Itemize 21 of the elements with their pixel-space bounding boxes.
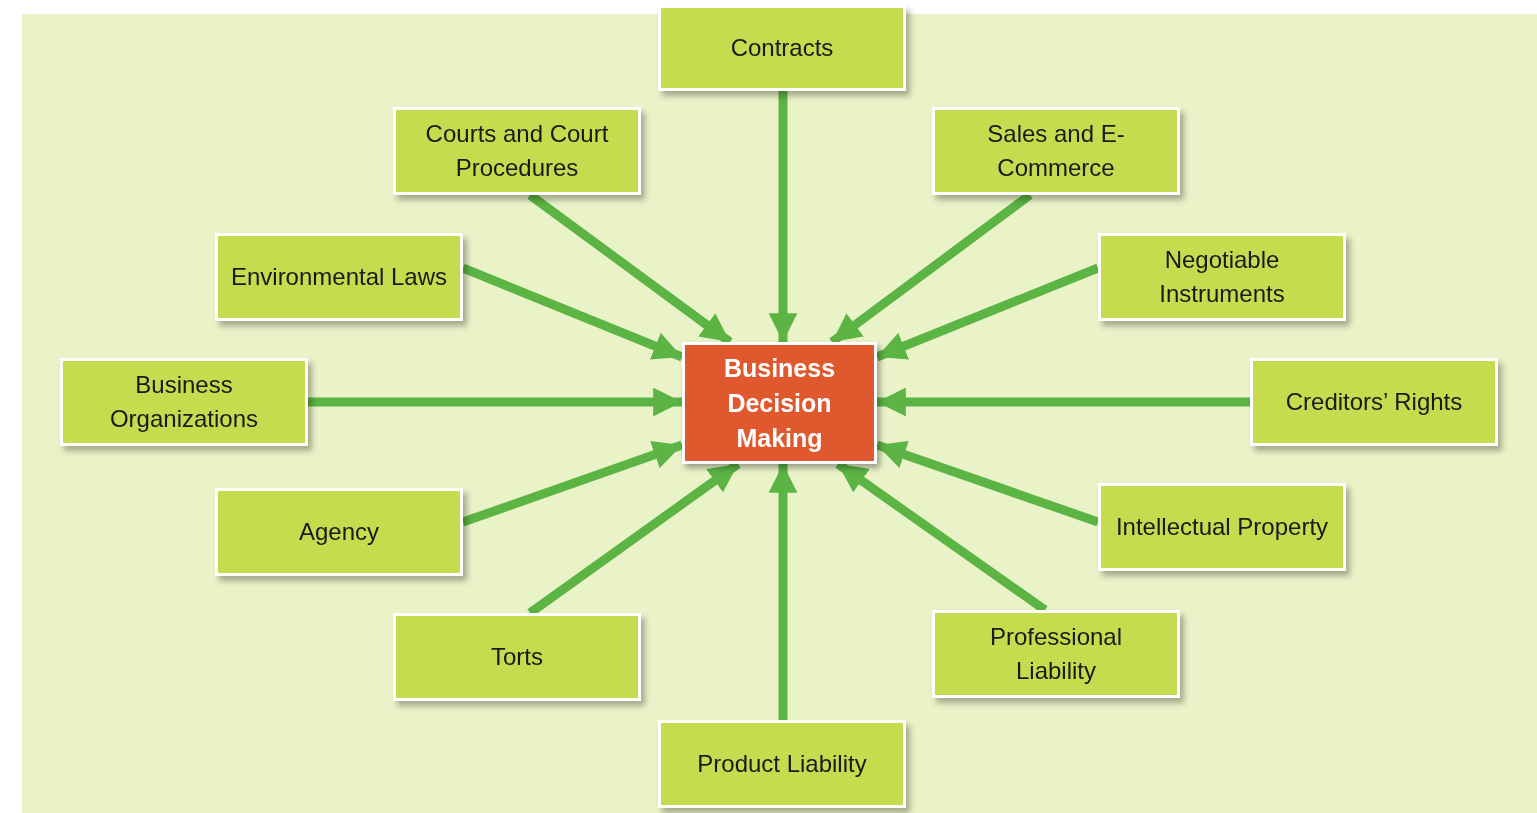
- topic-box: Negotiable Instruments: [1098, 233, 1346, 321]
- central-topic-box: Business Decision Making: [682, 342, 877, 464]
- topic-box: Professional Liability: [932, 610, 1180, 698]
- topic-box: Intellectual Property: [1098, 483, 1346, 571]
- topic-box: Creditors’ Rights: [1250, 358, 1498, 446]
- arrow: [875, 263, 1100, 362]
- topic-box: Agency: [215, 488, 463, 576]
- topic-box: Business Organizations: [60, 358, 308, 446]
- arrow: [308, 387, 682, 417]
- arrow: [768, 91, 798, 342]
- topic-box: Contracts: [658, 5, 906, 91]
- arrow: [461, 263, 684, 362]
- topic-box: Torts: [393, 613, 641, 701]
- topic-box: Product Liability: [658, 720, 906, 808]
- topic-box: Courts and Court Procedures: [393, 107, 641, 195]
- arrow: [768, 464, 798, 720]
- arrow: [875, 440, 1100, 527]
- topic-box: Sales and E-Commerce: [932, 107, 1180, 195]
- arrow: [877, 387, 1250, 417]
- topic-box: Environmental Laws: [215, 233, 463, 321]
- arrow: [461, 440, 684, 527]
